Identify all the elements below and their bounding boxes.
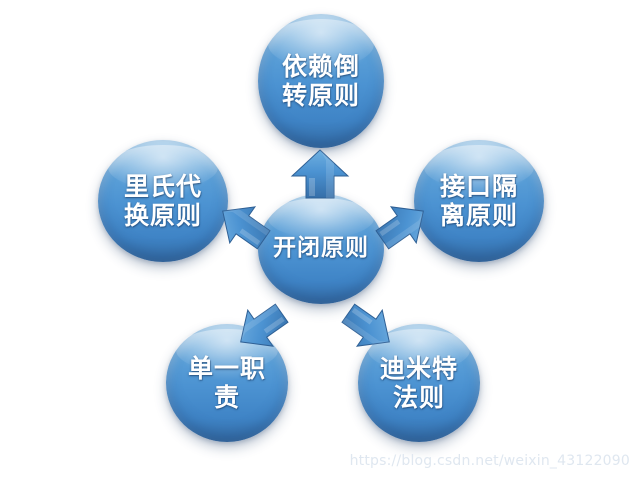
arrow-up-right-icon	[375, 198, 428, 254]
watermark-text: https://blog.csdn.net/weixin_43122090	[349, 453, 630, 469]
arrow-down-right-icon	[340, 298, 396, 356]
node-open-closed-center[interactable]: 开闭原则	[258, 194, 384, 304]
node-interface-segregation[interactable]: 接口隔 离原则	[414, 140, 544, 262]
node-label-single-responsibility: 单一职 责	[187, 353, 266, 413]
node-label-liskov-substitution: 里氏代 换原则	[123, 171, 202, 231]
node-law-of-demeter[interactable]: 迪米特 法则	[358, 324, 480, 442]
node-label-dependency-inversion: 依赖倒 转原则	[281, 51, 360, 111]
arrow-up-left-icon	[218, 198, 271, 254]
node-liskov-substitution[interactable]: 里氏代 换原则	[98, 140, 228, 262]
node-dependency-inversion[interactable]: 依赖倒 转原则	[258, 14, 384, 148]
arrow-down-left-icon	[234, 298, 290, 356]
arrow-up-icon	[288, 148, 352, 200]
node-label-interface-segregation: 接口隔 离原则	[439, 171, 518, 231]
node-label-open-closed: 开闭原则	[273, 235, 369, 262]
node-label-law-of-demeter: 迪米特 法则	[379, 353, 458, 413]
